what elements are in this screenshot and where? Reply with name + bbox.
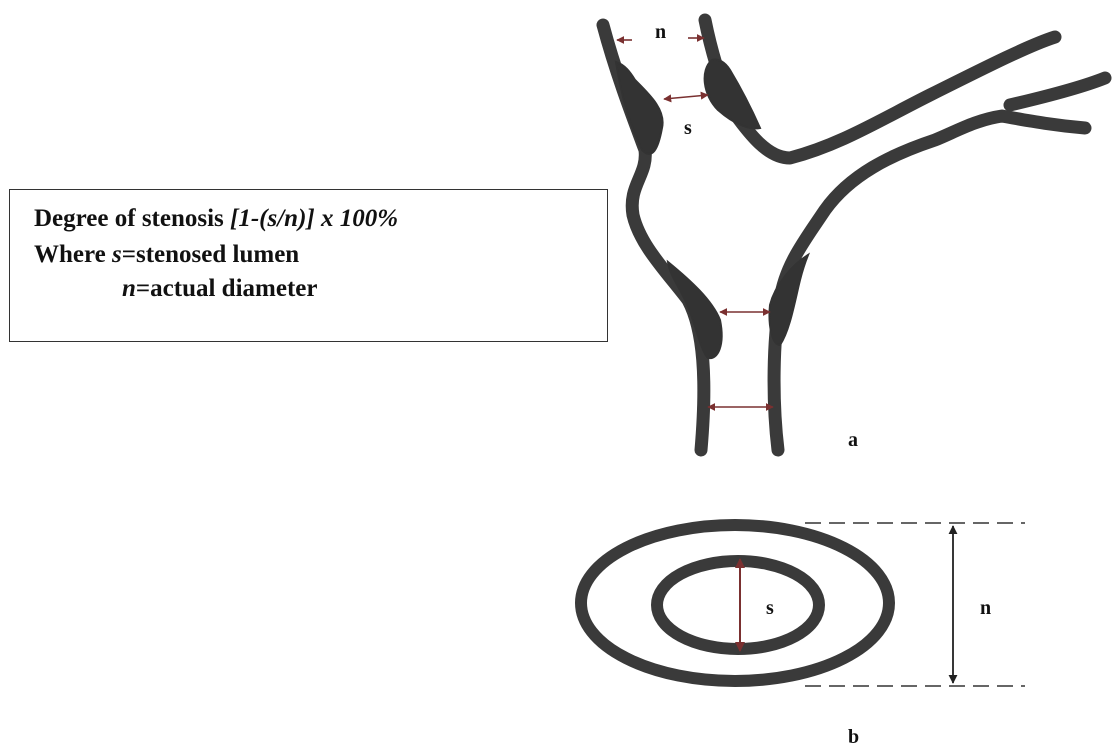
where-text: Where [34,241,112,268]
formula-line-2: Where s=stenosed lumen [34,242,299,267]
var-s: s [112,241,122,268]
vessel-illustration [603,20,1105,450]
vessel-right-lower-wall [774,116,1085,450]
formula-line-3: n=actual diameter [122,276,317,301]
actual-diameter-text: =actual diameter [136,275,318,302]
cross-section-illustration [581,525,889,681]
formula-line-1: Degree of stenosis [1-(s/n)] x 100% [34,206,398,231]
plaque-upper-right [705,59,760,128]
formula-box: Degree of stenosis [1-(s/n)] x 100% Wher… [9,189,608,342]
label-panel-a: a [848,430,858,450]
plaque-deposits [616,59,808,358]
label-n-top: n [655,22,666,42]
vessel-upper-right-wall [705,20,1055,158]
formula-expression: [1-(s/n)] x 100% [230,205,398,232]
var-n: n [122,275,136,302]
formula-title: Degree of stenosis [34,205,230,232]
vessel-left-wall [603,25,704,450]
outer-vessel-ring [581,525,889,681]
label-s-ring: s [766,598,774,618]
label-s-top: s [684,118,692,138]
label-n-ring: n [980,598,991,618]
inner-lumen-ring [657,561,819,649]
vessel-branch-tip [1010,78,1105,105]
label-panel-b: b [848,727,859,747]
s-arrow-upper [664,95,708,99]
stenosed-lumen-text: =stenosed lumen [122,241,299,268]
